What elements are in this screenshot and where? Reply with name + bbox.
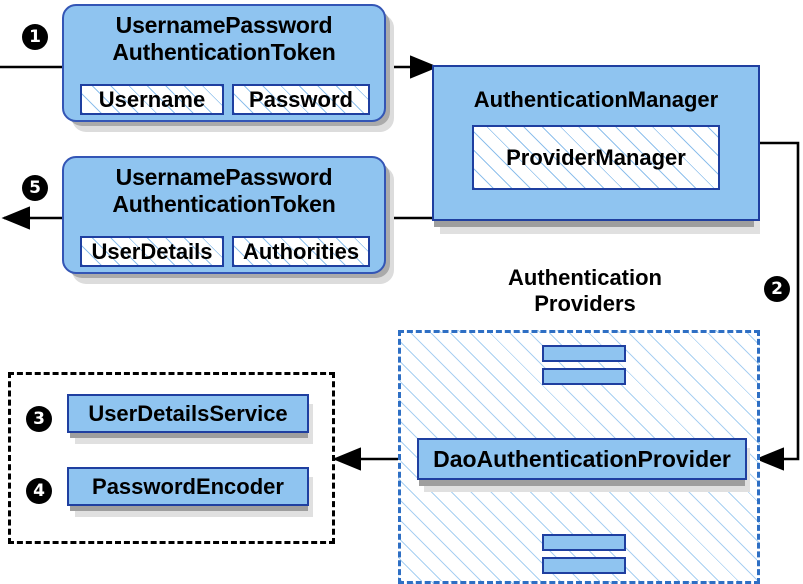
arrow-manager-to-provider	[755, 141, 800, 471]
authentication-providers-title-line1: Authentication	[508, 265, 662, 290]
authentication-manager-node[interactable]: AuthenticationManager ProviderManager	[432, 65, 760, 221]
provider-manager-node[interactable]: ProviderManager	[472, 125, 720, 190]
authentication-manager-title: AuthenticationManager	[473, 87, 719, 112]
dao-authentication-provider-node[interactable]: DaoAuthenticationProvider	[417, 438, 747, 480]
request-token-title-line2: AuthenticationToken	[112, 39, 336, 65]
provider-slot-3[interactable]	[542, 534, 626, 551]
step-badge-1: 1	[22, 24, 48, 50]
step-badge-5: 5	[22, 175, 48, 201]
authentication-providers-title-line2: Providers	[534, 291, 636, 316]
request-token-fields: Username Password	[80, 84, 370, 115]
dependencies-container[interactable]	[8, 372, 335, 544]
passwordencoder-node[interactable]: PasswordEncoder	[67, 467, 309, 506]
response-token-field-authorities[interactable]: Authorities	[232, 236, 370, 267]
request-token-field-password[interactable]: Password	[232, 84, 370, 115]
response-token-title-line2: AuthenticationToken	[112, 191, 336, 217]
provider-slot-2[interactable]	[542, 368, 626, 385]
userdetailsservice-node[interactable]: UserDetailsService	[67, 394, 309, 433]
step-badge-4: 4	[26, 478, 52, 504]
request-token-title-line1: UsernamePassword	[115, 12, 333, 38]
response-token-title-line1: UsernamePassword	[115, 164, 333, 190]
response-token-field-userdetails[interactable]: UserDetails	[80, 236, 224, 267]
response-token-fields: UserDetails Authorities	[80, 236, 370, 267]
response-token-card[interactable]: UsernamePassword AuthenticationToken Use…	[62, 156, 386, 274]
request-token-card[interactable]: UsernamePassword AuthenticationToken Use…	[62, 4, 386, 122]
authentication-providers-title: Authentication Providers	[460, 265, 710, 317]
step-badge-2: 2	[764, 276, 790, 302]
step-badge-3: 3	[26, 406, 52, 432]
provider-slot-4[interactable]	[542, 557, 626, 574]
request-token-field-username[interactable]: Username	[80, 84, 224, 115]
provider-slot-1[interactable]	[542, 345, 626, 362]
